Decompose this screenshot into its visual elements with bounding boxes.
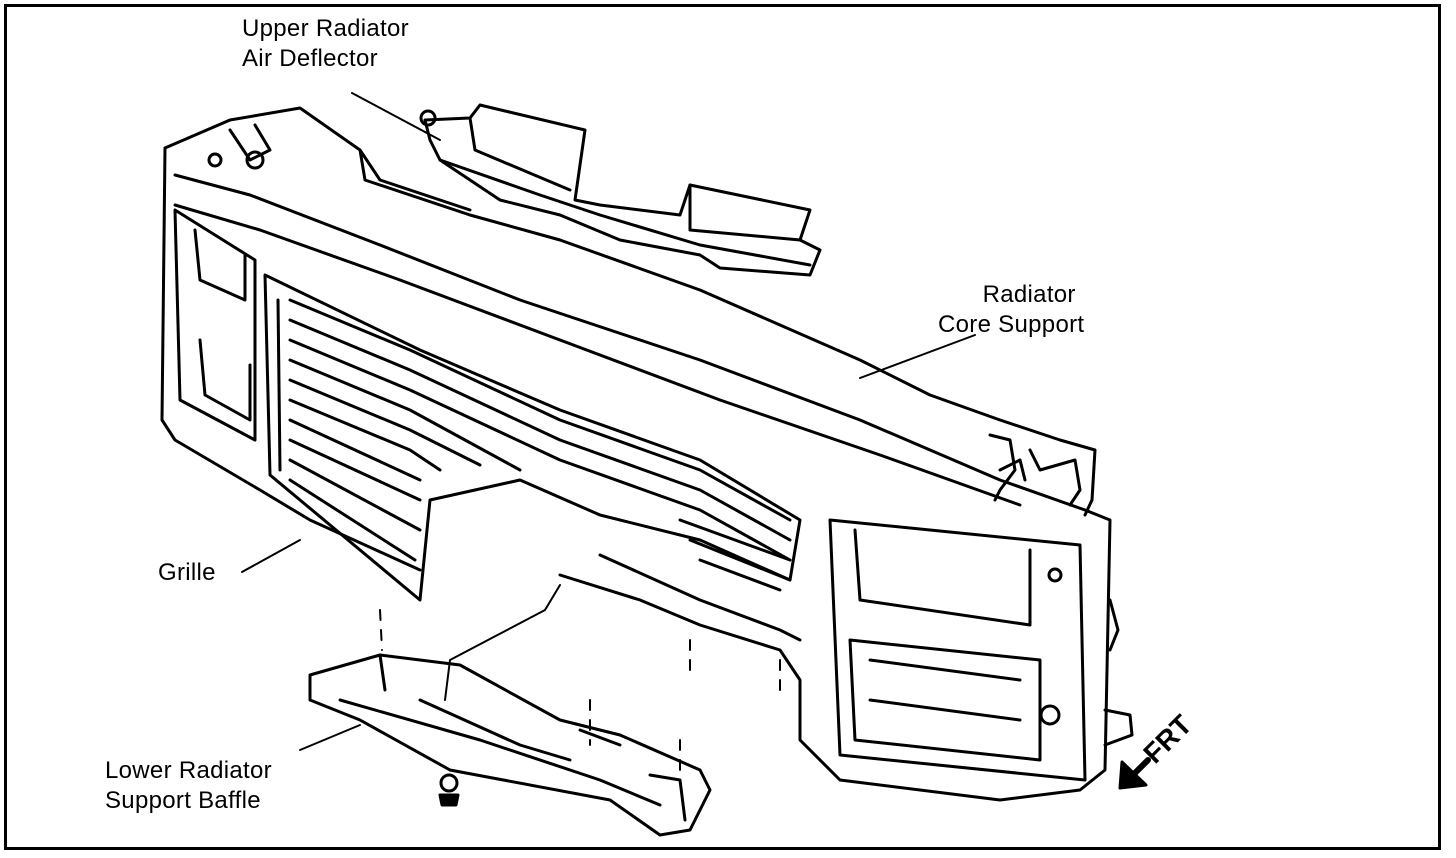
- front-arrow-icon: [1118, 757, 1151, 790]
- lower-baffle-label: Lower Radiator Support Baffle: [105, 757, 272, 814]
- alignment-lines: [379, 609, 781, 776]
- radiator-core-support: [160, 106, 1134, 802]
- screw-fastener: [438, 773, 460, 807]
- leader-lines: [241, 92, 976, 751]
- right-headlamp-opening: [828, 518, 1087, 782]
- diagram-frame: [4, 4, 1441, 850]
- core-support-label: Radiator Core Support: [938, 281, 1085, 338]
- upper-deflector-label: Upper Radiator Air Deflector: [242, 15, 409, 72]
- left-headlamp-opening: [173, 208, 257, 442]
- grille-label: Grille: [158, 559, 216, 586]
- upper-radiator-air-deflector: [419, 103, 822, 277]
- grille: [263, 273, 802, 602]
- lower-radiator-support-baffle: [308, 653, 712, 837]
